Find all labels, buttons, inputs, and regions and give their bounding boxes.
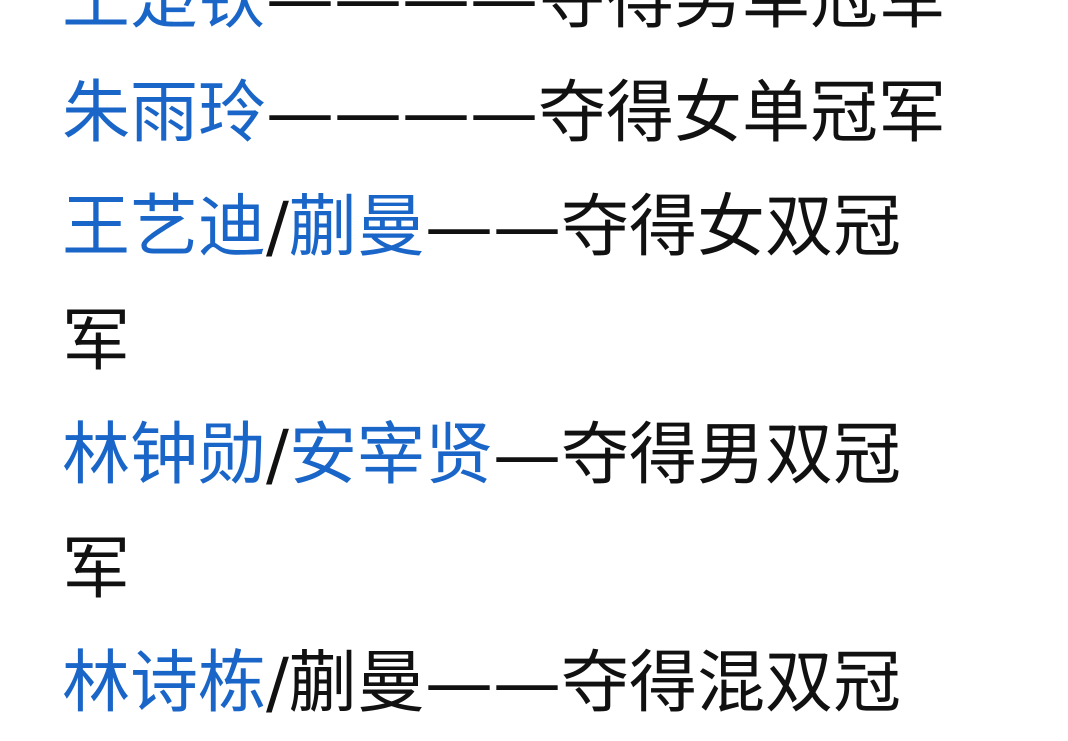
name-separator: /: [266, 644, 289, 723]
result-continuation: 军: [62, 530, 131, 609]
player-name: 林诗栋: [62, 644, 267, 723]
result-line: 林钟勋/安宰贤—夺得男双冠: [62, 399, 1022, 513]
result-text: 夺得女双冠: [560, 188, 901, 267]
player-name: 王艺迪: [62, 188, 267, 267]
dash-separator: ————: [266, 0, 538, 39]
result-line: 王楚钦————夺得男单冠军: [62, 0, 1022, 57]
result-line: 王艺迪/蒯曼——夺得女双冠: [62, 171, 1022, 285]
result-line: 林诗栋/蒯曼——夺得混双冠: [62, 627, 1022, 741]
player-name: 朱雨玲: [62, 74, 267, 153]
player-name: 安宰贤: [288, 416, 493, 495]
dash-separator: ————: [266, 74, 539, 153]
dash-separator: —: [492, 416, 561, 495]
result-continuation: 军: [62, 302, 131, 381]
result-line: 朱雨玲————夺得女单冠军: [62, 57, 1022, 171]
name-separator: /: [266, 188, 289, 267]
player-name: 林钟勋: [62, 416, 267, 495]
result-text: 夺得男单冠军: [538, 0, 946, 39]
result-text: 夺得女单冠军: [538, 74, 947, 153]
results-list: 王楚钦————夺得男单冠军朱雨玲————夺得女单冠军王艺迪/蒯曼——夺得女双冠军…: [62, 0, 1022, 741]
player-name: 蒯曼: [288, 644, 425, 723]
dash-separator: ——: [424, 188, 561, 267]
result-text: 夺得混双冠: [560, 644, 901, 723]
name-separator: /: [266, 416, 289, 495]
player-name: 蒯曼: [288, 188, 425, 267]
result-text: 夺得男双冠: [560, 416, 901, 495]
dash-separator: ——: [424, 644, 561, 723]
player-name: 王楚钦: [62, 0, 266, 39]
